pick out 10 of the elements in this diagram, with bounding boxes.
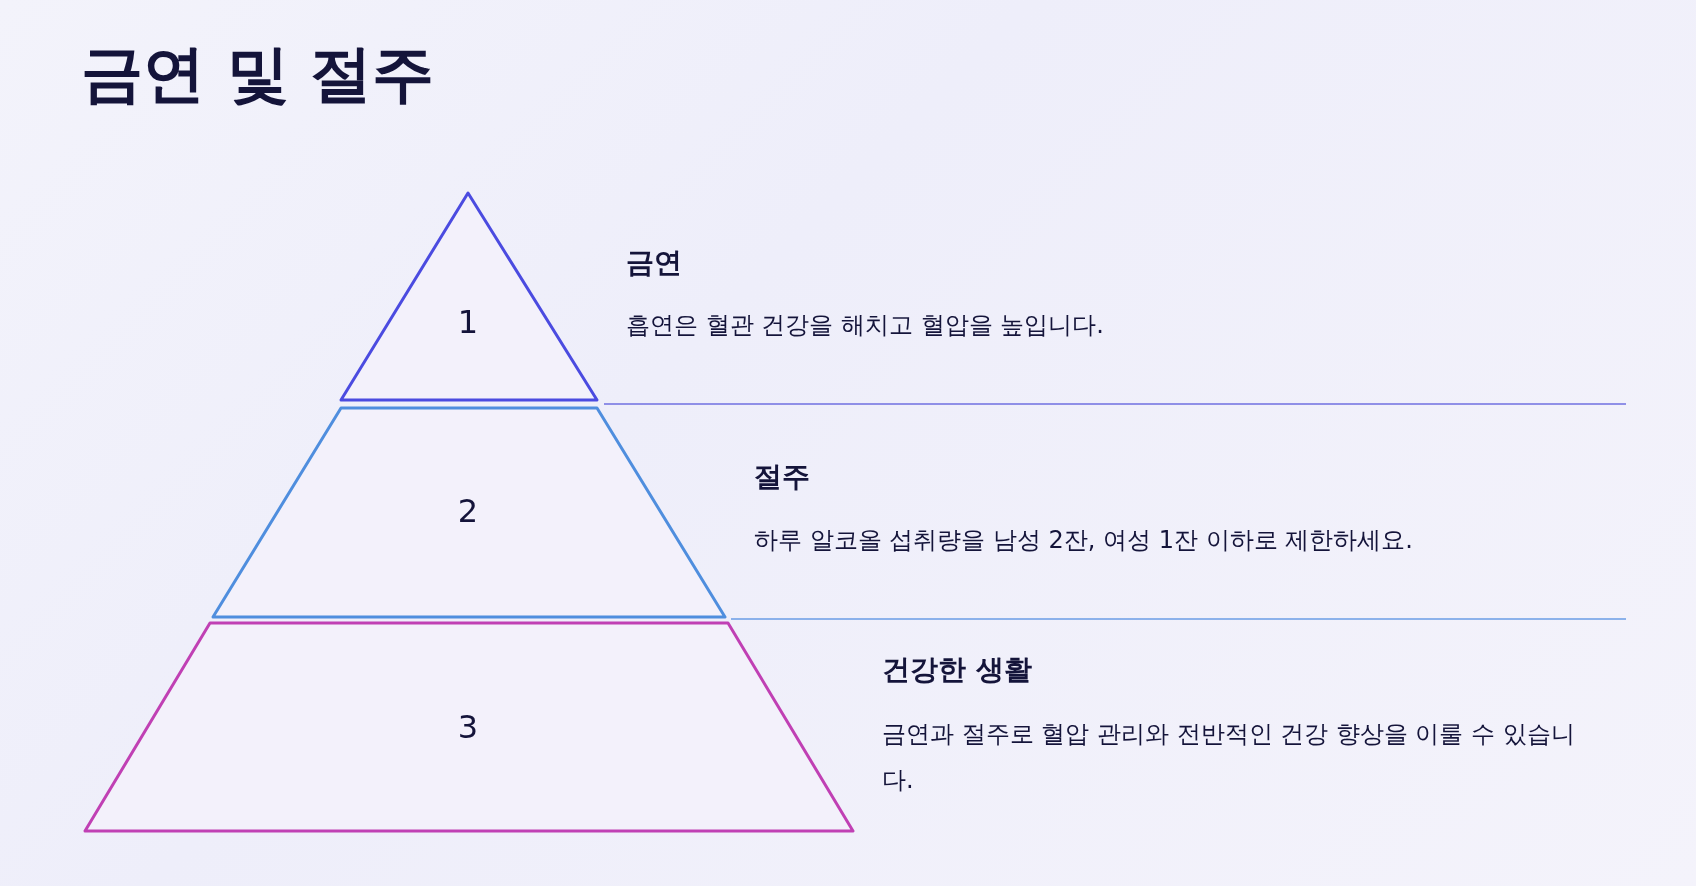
tier-heading: 절주 [754,460,810,494]
tier-number: 3 [457,711,479,743]
tier-heading: 금연 [626,246,682,280]
tier-description: 흡연은 혈관 건강을 해치고 혈압을 높입니다. [626,310,1105,341]
tier-description: 금연과 절주로 혈압 관리와 전반적인 건강 향상을 이룰 수 있습니다. [882,719,1576,796]
tier-number: 2 [457,495,479,527]
title: 금연 및 절주 [81,40,435,109]
tier-heading: 건강한 생활 [882,653,1032,687]
tier-number: 1 [457,306,479,338]
tier-description: 하루 알코올 섭취량을 남성 2잔, 여성 1잔 이하로 제한하세요. [754,525,1414,556]
